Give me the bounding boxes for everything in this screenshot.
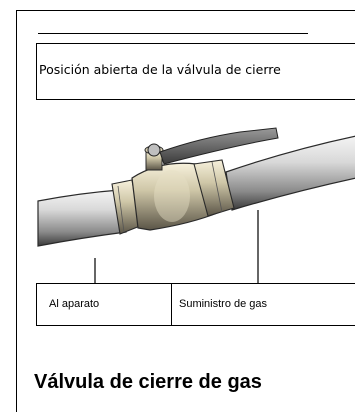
- right-nut: [193, 159, 235, 217]
- left-pipe: [37, 189, 127, 247]
- label-box: Al aparato Suministro de gas: [36, 283, 355, 326]
- caption-box: Posición abierta de la válvula de cierre: [36, 43, 355, 100]
- caption-text: Posición abierta de la válvula de cierre: [39, 62, 281, 77]
- top-rule: [38, 33, 308, 34]
- right-pipe: [225, 135, 355, 211]
- diagram-frame: [16, 10, 355, 412]
- label-gas-supply: Suministro de gas: [179, 298, 268, 310]
- label-divider: [171, 284, 172, 325]
- valve-handle: [147, 127, 279, 165]
- label-to-appliance: Al aparato: [49, 298, 100, 310]
- diagram-title: Válvula de cierre de gas: [34, 371, 262, 393]
